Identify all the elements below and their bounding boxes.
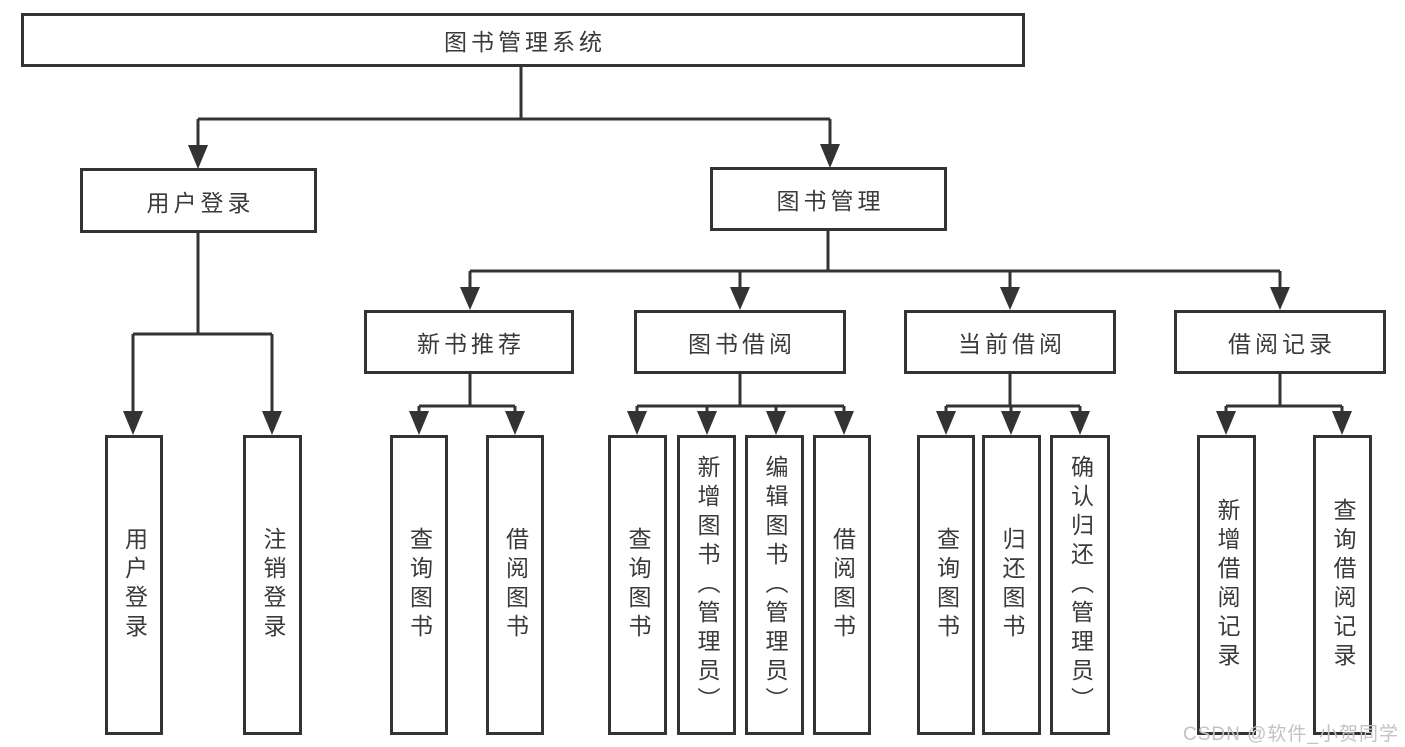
leaf-add-borrow-record-label: 新增借阅记录 bbox=[1214, 498, 1240, 672]
leaf-query-books-recommend: 查询图书 bbox=[390, 435, 448, 735]
connector-book-management-to-level3 bbox=[460, 231, 1290, 310]
watermark: CSDN @软件_小贺同学 bbox=[1183, 724, 1399, 745]
leaf-edit-book-admin: 编辑图书（管理员） bbox=[745, 435, 804, 735]
node-borrow-records-label: 借阅记录 bbox=[1228, 331, 1336, 357]
leaf-logout-login-label: 注销登录 bbox=[260, 527, 286, 643]
node-book-borrow-label: 图书借阅 bbox=[688, 331, 796, 357]
connector-user-login-children bbox=[123, 233, 282, 435]
node-borrow-records: 借阅记录 bbox=[1174, 310, 1386, 374]
leaf-borrow-books-label: 借阅图书 bbox=[829, 527, 856, 643]
leaf-query-books-borrow: 查询图书 bbox=[608, 435, 667, 735]
leaf-return-books: 归还图书 bbox=[982, 435, 1041, 735]
leaf-borrow-books-recommend-label: 借阅图书 bbox=[502, 527, 529, 643]
node-user-login-label: 用户登录 bbox=[146, 189, 255, 216]
leaf-user-login: 用户登录 bbox=[105, 435, 163, 735]
leaf-add-book-admin-label: 新增图书（管理员） bbox=[694, 454, 720, 716]
connector-root-to-level2 bbox=[188, 67, 840, 169]
leaf-edit-book-admin-label: 编辑图书（管理员） bbox=[762, 454, 788, 716]
node-book-borrow: 图书借阅 bbox=[634, 310, 846, 374]
leaf-user-login-label: 用户登录 bbox=[121, 527, 148, 643]
node-root-label: 图书管理系统 bbox=[444, 29, 606, 55]
leaf-query-borrow-record-label: 查询借阅记录 bbox=[1330, 498, 1356, 672]
connector-borrow-records-children bbox=[1216, 374, 1352, 435]
node-current-borrow: 当前借阅 bbox=[904, 310, 1116, 374]
node-book-management: 图书管理 bbox=[710, 167, 947, 231]
leaf-confirm-return-admin-label: 确认归还（管理员） bbox=[1067, 454, 1094, 716]
leaf-query-books-recommend-label: 查询图书 bbox=[406, 527, 433, 643]
connector-current-borrow-children bbox=[936, 374, 1090, 435]
leaf-confirm-return-admin: 确认归还（管理员） bbox=[1050, 435, 1110, 735]
node-book-management-label: 图书管理 bbox=[776, 188, 885, 214]
leaf-query-books-current-label: 查询图书 bbox=[933, 527, 960, 643]
leaf-query-books-current: 查询图书 bbox=[917, 435, 975, 735]
leaf-borrow-books: 借阅图书 bbox=[813, 435, 871, 735]
connector-new-book-children bbox=[409, 374, 525, 435]
leaf-query-books-borrow-label: 查询图书 bbox=[625, 527, 651, 643]
node-user-login: 用户登录 bbox=[80, 168, 317, 233]
connector-book-borrow-children bbox=[627, 374, 854, 435]
node-root: 图书管理系统 bbox=[21, 13, 1025, 67]
node-new-book-recommend: 新书推荐 bbox=[364, 310, 574, 374]
node-new-book-recommend-label: 新书推荐 bbox=[417, 331, 525, 357]
leaf-add-borrow-record: 新增借阅记录 bbox=[1197, 435, 1256, 735]
leaf-add-book-admin: 新增图书（管理员） bbox=[677, 435, 736, 735]
leaf-borrow-books-recommend: 借阅图书 bbox=[486, 435, 544, 735]
node-current-borrow-label: 当前借阅 bbox=[958, 331, 1066, 357]
leaf-return-books-label: 归还图书 bbox=[999, 527, 1025, 643]
leaf-query-borrow-record: 查询借阅记录 bbox=[1313, 435, 1372, 735]
leaf-logout-login: 注销登录 bbox=[243, 435, 302, 735]
